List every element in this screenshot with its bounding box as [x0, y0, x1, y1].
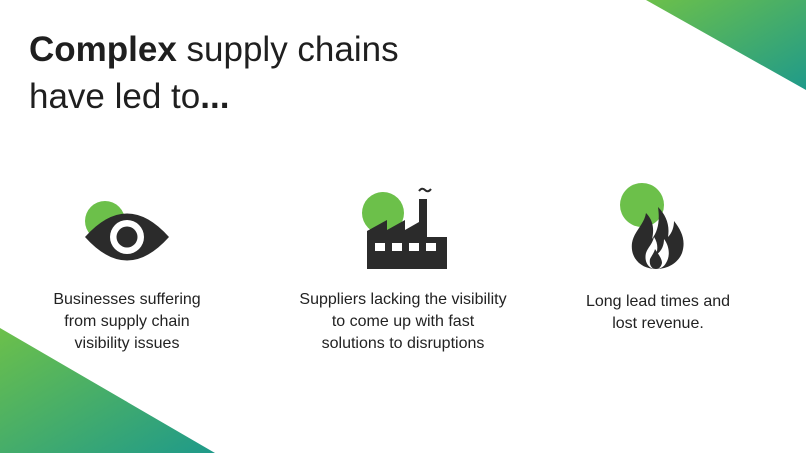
eye-icon	[85, 201, 169, 261]
fire-icon-wrap	[528, 183, 788, 273]
fire-icon	[620, 183, 684, 269]
caption-line: to come up with fast	[331, 313, 475, 330]
title-line-2: have led to...	[29, 73, 399, 120]
eye-icon-wrap	[0, 185, 257, 273]
title-line-1-rest: supply chains	[176, 30, 399, 69]
factory-icon	[362, 187, 447, 269]
slide-title: Complex supply chains have led to...	[29, 26, 399, 120]
item-suppliers: Suppliers lacking the visibility to come…	[273, 185, 533, 355]
caption-line: lost revenue.	[612, 315, 704, 332]
title-line-2-text: have led to	[29, 77, 201, 116]
item-2-caption: Suppliers lacking the visibility to come…	[273, 289, 533, 355]
caption-line: solutions to disruptions	[321, 335, 485, 352]
item-lead-times: Long lead times and lost revenue.	[528, 183, 788, 335]
item-visibility: Businesses suffering from supply chain v…	[0, 185, 257, 355]
caption-line: Suppliers lacking the visibility	[299, 291, 507, 308]
factory-icon-wrap	[273, 185, 533, 273]
title-ellipsis: ...	[200, 77, 230, 116]
caption-line: from supply chain	[64, 313, 190, 330]
caption-line: Long lead times and	[585, 293, 731, 310]
caption-line: visibility issues	[74, 335, 180, 352]
bottom-left-corner-decoration	[0, 328, 215, 453]
item-3-caption: Long lead times and lost revenue.	[528, 291, 788, 335]
title-line-1: Complex supply chains	[29, 26, 399, 73]
top-right-corner-decoration	[646, 0, 806, 90]
caption-line: Businesses suffering	[53, 291, 201, 308]
item-1-caption: Businesses suffering from supply chain v…	[0, 289, 257, 355]
title-bold-word: Complex	[29, 30, 177, 69]
